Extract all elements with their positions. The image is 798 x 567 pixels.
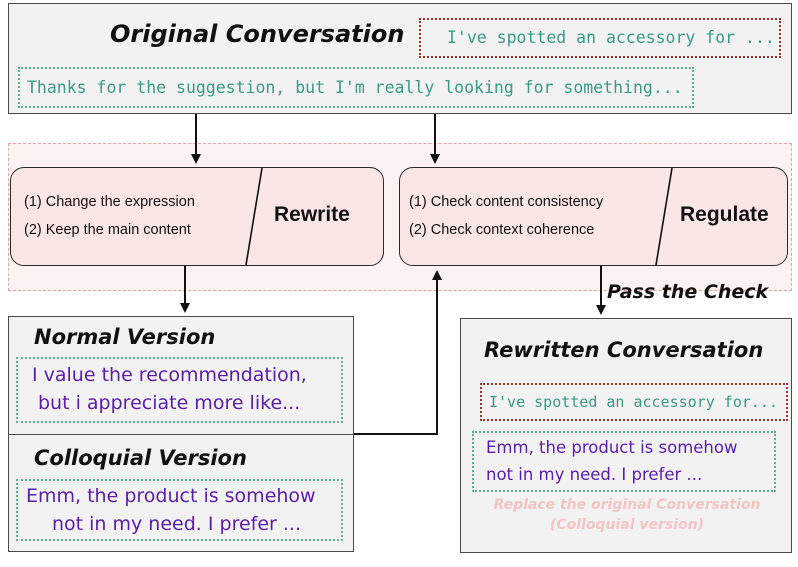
rewritten-user-box [472,431,776,492]
rewritten-note: Replace the original Conversation (Collo… [466,495,788,535]
rewritten-line-2: not in my need. I prefer ... [486,465,703,484]
colloquial-version-box [16,479,343,541]
rewrite-divider-slash [245,167,263,266]
rewritten-agent-snippet-box [480,383,788,421]
normal-version-line-2: but i appreciate more like... [38,392,301,414]
versions-divider [8,434,354,435]
regulate-step-1: (1) Check content consistency [409,194,604,210]
original-user-snippet-box [18,67,694,108]
original-agent-snippet: I've spotted an accessory for ... [447,28,775,47]
rewrite-step-1: (1) Change the expression [24,194,195,210]
pass-check-label: Pass the Check [607,281,769,303]
original-conversation-panel [8,3,792,114]
original-conversation-title: Original Conversation [110,20,405,48]
rewritten-note-line-2: (Colloquial version) [549,517,705,533]
rewritten-conversation-panel [460,318,792,553]
arrow-versions-to-regulate [354,270,442,435]
normal-version-line-1: I value the recommendation, [32,364,307,386]
rewritten-conversation-title: Rewritten Conversation [484,338,764,362]
rewritten-line-1: Emm, the product is somehow [486,438,738,457]
rewrite-step-2: (2) Keep the main content [24,222,191,238]
regulate-divider-slash [655,167,673,266]
original-user-snippet: Thanks for the suggestion, but I'm reall… [27,78,683,97]
colloquial-version-title: Colloquial Version [34,446,247,470]
rewrite-label: Rewrite [274,203,350,226]
rewritten-agent-snippet: I've spotted an accessory for... [489,393,778,411]
normal-version-box [16,357,343,423]
colloquial-version-line-1: Emm, the product is somehow [26,485,316,507]
normal-version-title: Normal Version [34,325,216,349]
rewritten-note-line-1: Replace the original Conversation [493,497,761,513]
colloquial-version-line-2: not in my need. I prefer ... [52,513,302,535]
regulate-label: Regulate [680,203,769,226]
regulate-stage [399,167,788,266]
rewrite-stage [10,167,384,266]
original-agent-snippet-box [419,18,781,58]
regulate-step-2: (2) Check context coherence [409,222,595,238]
